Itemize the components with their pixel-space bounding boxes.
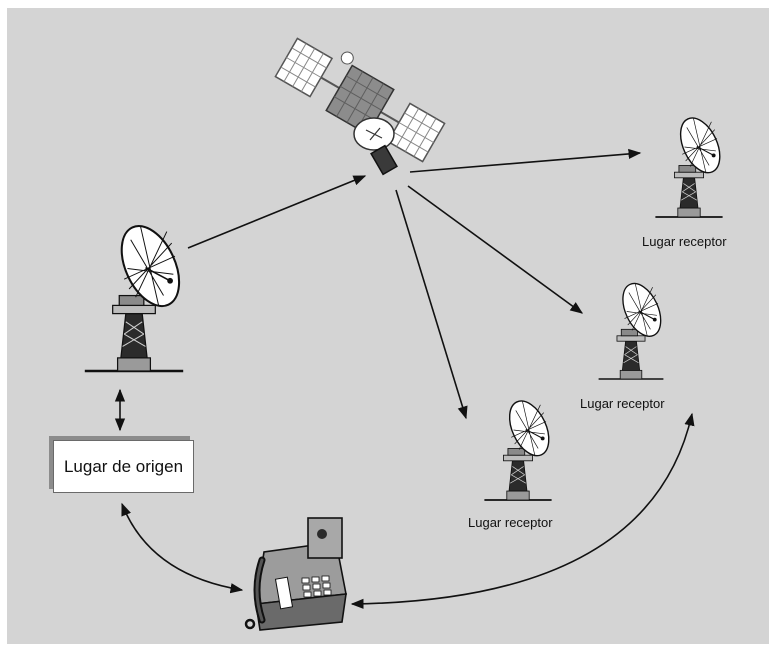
phone-link-right-arrow (350, 412, 695, 609)
downlink-arrow-bottom (395, 189, 468, 420)
origin-site-box: Lugar de origen (53, 440, 194, 493)
downlink-arrow-middle (407, 185, 584, 314)
uplink-arrow (187, 175, 367, 249)
downlink-arrow-top (409, 148, 642, 173)
desk-phone-icon (244, 517, 347, 631)
phone-link-left-arrow (121, 502, 244, 594)
receiver-top-label: Lugar receptor (642, 234, 727, 249)
satellite-icon (274, 37, 446, 176)
receiver-middle-label: Lugar receptor (580, 396, 665, 411)
receiver-bottom-label: Lugar receptor (468, 515, 553, 530)
origin-site-label: Lugar de origen (63, 456, 184, 476)
